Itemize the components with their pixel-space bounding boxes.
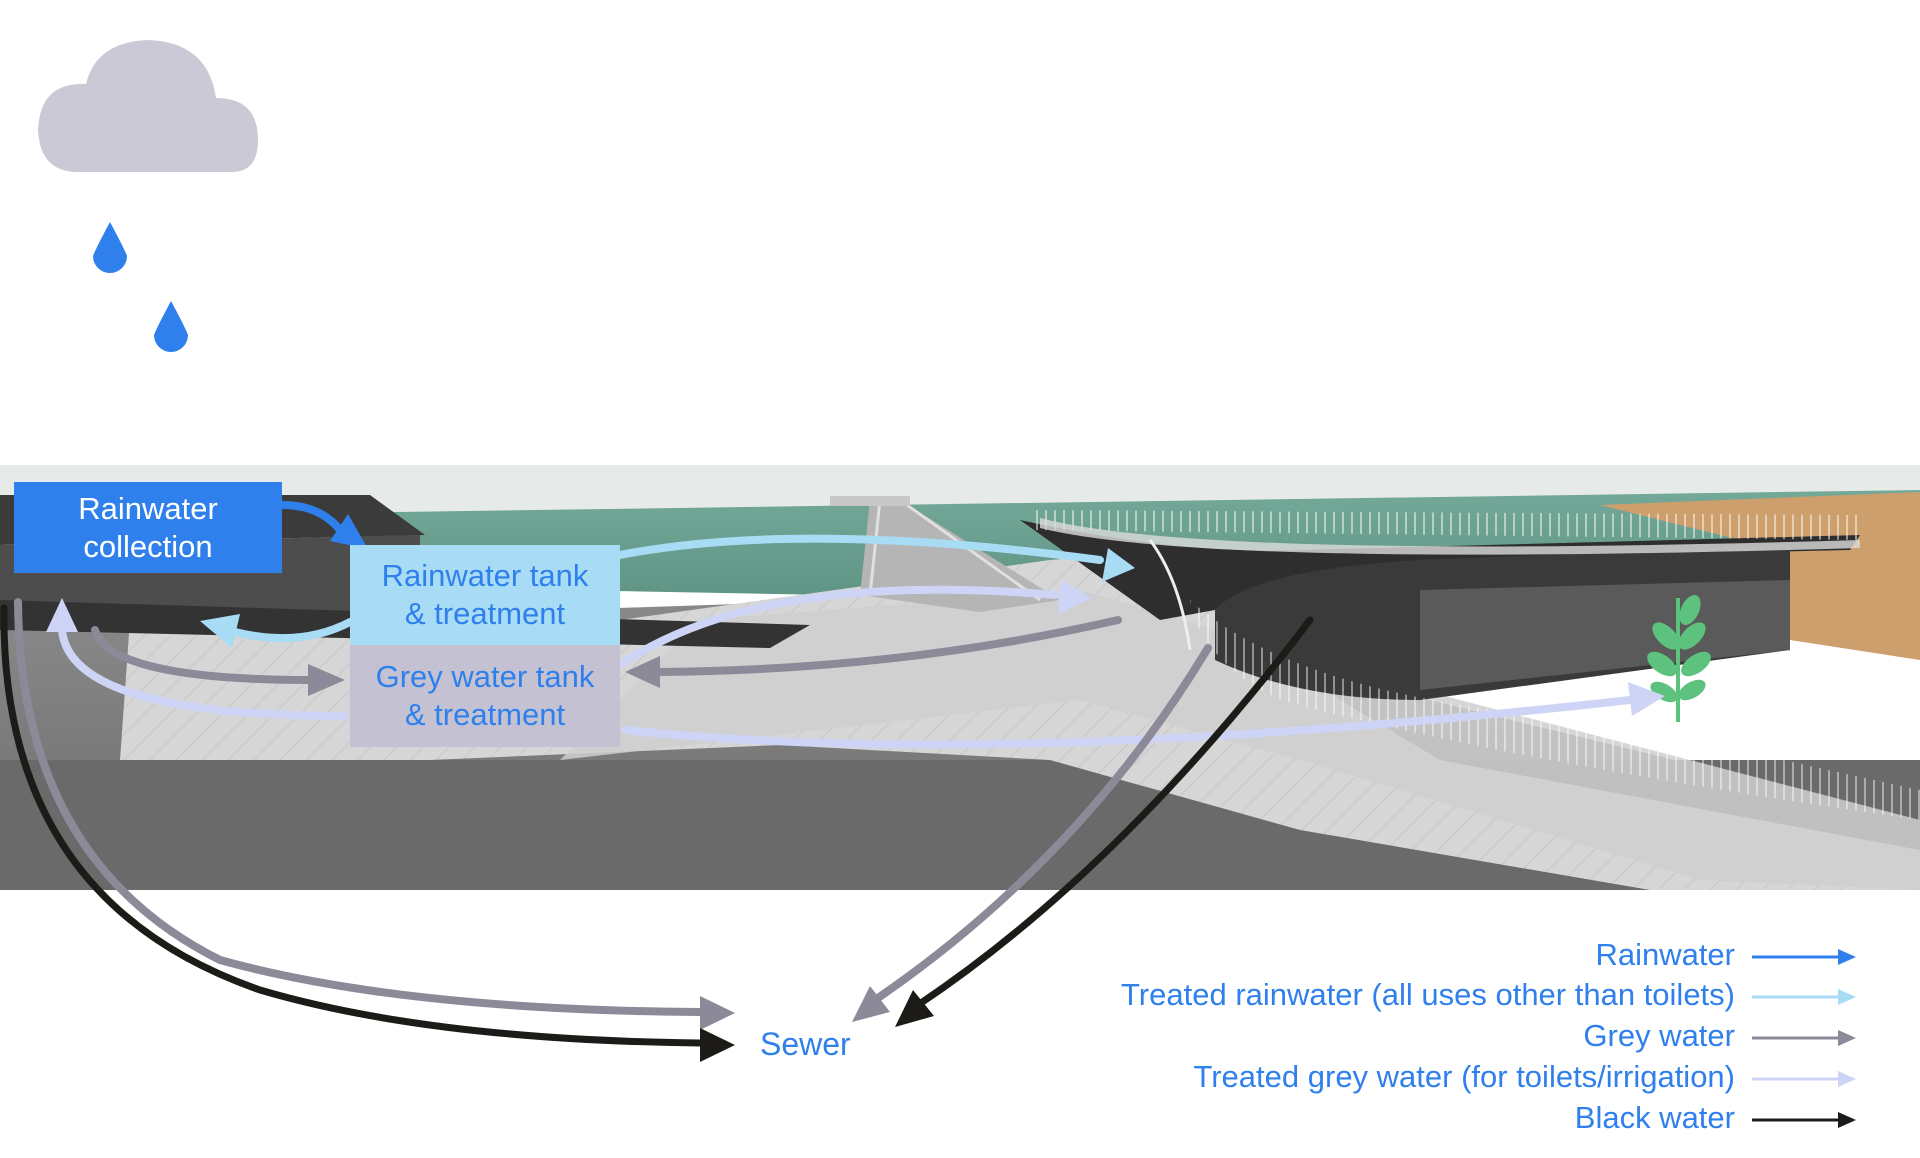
flow-arrow-treated-rainwater <box>231 618 354 643</box>
arrowhead-grey-water <box>625 656 660 688</box>
arrowhead-black-water <box>700 1028 735 1062</box>
flow-arrow-treated-rainwater <box>616 534 1104 564</box>
jetty <box>860 500 1060 612</box>
arrowhead-grey-water <box>852 986 890 1022</box>
flow-arrow-treated-grey-water <box>616 585 1059 669</box>
raindrop-icon <box>93 222 127 273</box>
flow-arrow-black-water <box>914 616 1314 1009</box>
legend-arrowhead <box>1838 949 1856 965</box>
grey-water-tank-box: Grey water tank & treatment <box>350 645 620 747</box>
flow-arrow-treated-grey-water <box>621 696 1634 749</box>
legend-arrowhead <box>1838 1071 1856 1087</box>
flow-arrow-grey-water <box>14 598 704 1016</box>
flow-arrow-rainwater <box>278 501 344 534</box>
legend-item-treated-grey-water: Treated grey water (for toilets/irrigati… <box>1193 1059 1735 1094</box>
curved-fence <box>1190 600 1920 820</box>
raindrop-icon <box>154 301 188 352</box>
legend-item-grey-water: Grey water <box>1583 1018 1735 1053</box>
rainwater-tank-label-line2: & treatment <box>404 596 566 631</box>
legend-arrowhead <box>1838 1112 1856 1128</box>
grey-water-tank-label-line2: & treatment <box>404 697 566 732</box>
flow-arrow-treated-grey-water <box>58 626 349 720</box>
arrowhead-treated-grey-water <box>1058 580 1092 614</box>
legend-item-rainwater: Rainwater <box>1595 937 1735 972</box>
legend-item-black-water: Black water <box>1574 1100 1735 1135</box>
plant-icon <box>1647 595 1711 722</box>
rainwater-collection-label-line2: collection <box>83 528 213 564</box>
arrowhead-treated-rainwater <box>1102 548 1135 582</box>
right-building-roof <box>1020 520 1860 620</box>
arrowhead-black-water <box>895 990 934 1027</box>
arrowhead-treated-grey-water <box>1628 682 1665 716</box>
jetty-rail <box>868 499 882 596</box>
flow-arrow-grey-water <box>871 644 1212 1004</box>
flow-arrow-black-water <box>0 604 704 1047</box>
arrowhead-treated-grey-water <box>46 598 78 632</box>
rainwater-tank-box: Rainwater tank & treatment <box>350 545 620 645</box>
cloud-icon <box>38 40 258 172</box>
paved-walkway <box>560 590 1920 890</box>
arrowhead-grey-water <box>700 996 735 1030</box>
roof-fence <box>1030 510 1860 540</box>
roof-deck <box>1040 518 1860 555</box>
walkway-fence <box>1148 539 1192 651</box>
grey-water-tank-label-line1: Grey water tank <box>375 659 595 695</box>
legend-arrowhead <box>1838 989 1856 1005</box>
arrowhead-grey-water <box>308 664 345 696</box>
rainwater-collection-box: Rainwater collection <box>14 482 282 573</box>
legend-arrowhead <box>1838 1030 1856 1046</box>
jetty-end <box>830 496 910 506</box>
jetty-rail <box>899 498 1041 602</box>
flow-arrow-grey-water <box>656 616 1122 676</box>
sewer-label: Sewer <box>760 1026 851 1062</box>
rainwater-collection-label-line1: Rainwater <box>78 490 218 526</box>
flow-arrow-grey-water <box>91 626 314 684</box>
arrowhead-treated-rainwater <box>200 614 240 648</box>
legend-item-treated-rainwater: Treated rainwater (all uses other than t… <box>1121 977 1735 1012</box>
rainwater-tank-label-line1: Rainwater tank <box>381 558 589 594</box>
arrowhead-rainwater <box>330 514 368 549</box>
legend-arrows <box>1752 949 1856 1128</box>
